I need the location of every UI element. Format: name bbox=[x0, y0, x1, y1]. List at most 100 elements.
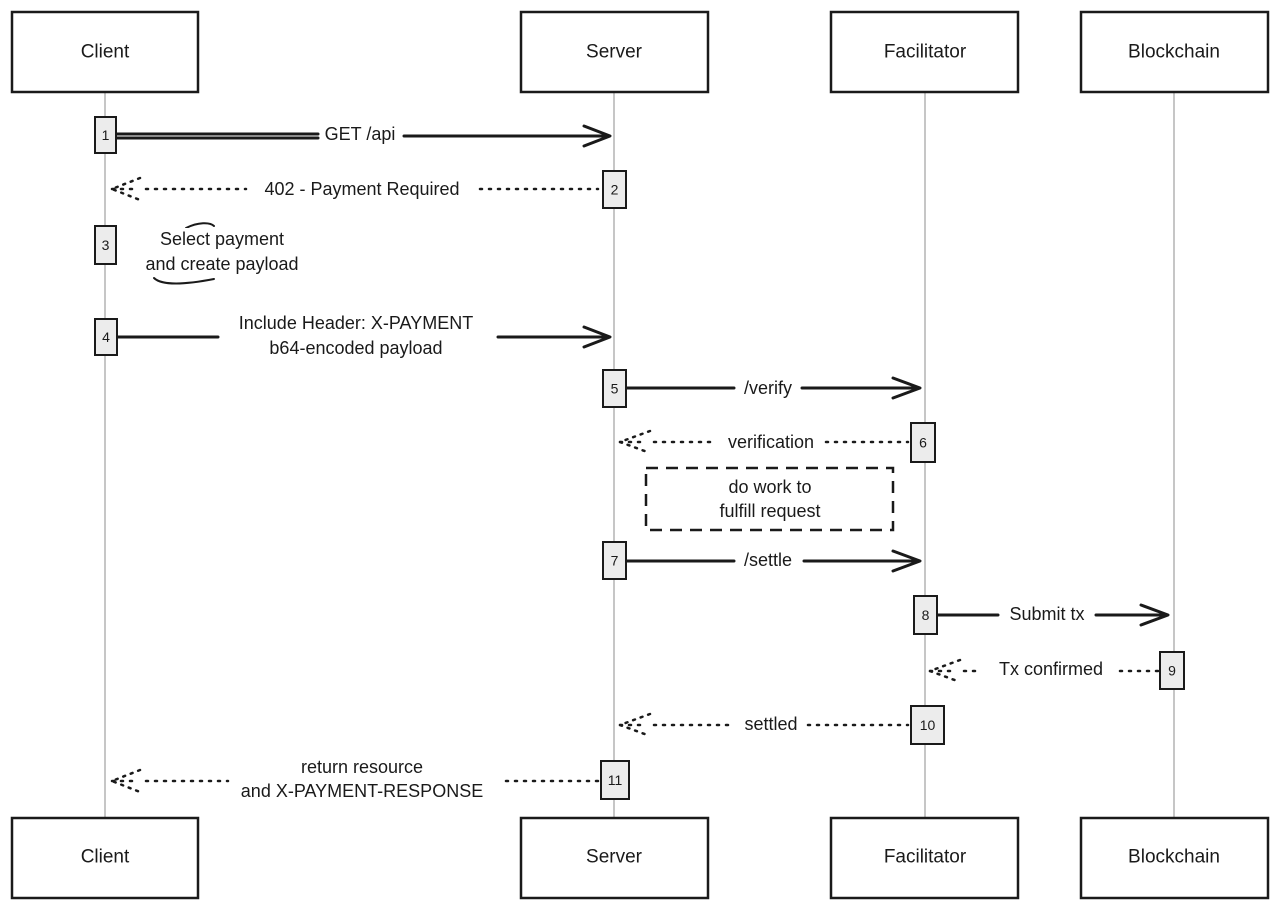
arrowhead bbox=[108, 176, 142, 202]
message-label: b64-encoded payload bbox=[269, 338, 442, 358]
message-return-resource: return resource and X-PAYMENT-RESPONSE bbox=[108, 756, 600, 802]
message-label: return resource bbox=[301, 757, 423, 777]
actor-box bbox=[829, 10, 1020, 94]
actor-box bbox=[829, 816, 1020, 900]
label-background bbox=[320, 123, 400, 145]
activation-step-8: 8 bbox=[913, 595, 938, 635]
activation-step-11: 11 bbox=[600, 760, 630, 800]
actor-label: Blockchain bbox=[1128, 847, 1220, 868]
actor-blockchain-top: Blockchain bbox=[1079, 10, 1270, 94]
step-number: 2 bbox=[611, 182, 619, 198]
actor-box bbox=[1079, 10, 1270, 94]
step-number: 10 bbox=[920, 717, 936, 733]
actor-blockchain-bottom: Blockchain bbox=[1079, 816, 1270, 900]
actor-boxes-bottom: Client Server Facilitator Blockchain bbox=[10, 816, 1270, 900]
label-background bbox=[155, 228, 289, 250]
step-number: 1 bbox=[102, 127, 110, 143]
activation-box bbox=[602, 170, 627, 209]
arrowhead bbox=[1139, 603, 1170, 627]
label-background bbox=[715, 500, 825, 522]
activation-box bbox=[910, 705, 945, 745]
activations: 1 2 3 4 5 6 7 8 bbox=[94, 116, 1185, 800]
activation-box bbox=[94, 318, 118, 356]
self-note-line: Select payment bbox=[160, 229, 284, 249]
self-note-select-payment: Select payment and create payload bbox=[141, 222, 303, 285]
actor-label: Facilitator bbox=[884, 847, 967, 868]
arrowhead bbox=[582, 124, 612, 148]
activation-step-2: 2 bbox=[602, 170, 627, 209]
activation-step-6: 6 bbox=[910, 422, 936, 463]
message-label: /settle bbox=[744, 550, 792, 570]
actor-box bbox=[519, 816, 710, 900]
step-number: 7 bbox=[611, 553, 619, 569]
actor-box bbox=[1079, 816, 1270, 900]
activation-box bbox=[913, 595, 938, 635]
actor-label: Server bbox=[586, 42, 643, 63]
step-number: 11 bbox=[608, 772, 623, 788]
actor-box bbox=[10, 10, 200, 94]
note-do-work: do work to fulfill request bbox=[644, 466, 895, 532]
step-number: 8 bbox=[922, 607, 930, 623]
step-number: 5 bbox=[611, 381, 619, 397]
message-settle: /settle bbox=[623, 549, 922, 573]
note-line: do work to bbox=[728, 477, 811, 497]
message-get-api: GET /api bbox=[114, 123, 612, 148]
activation-step-3: 3 bbox=[94, 225, 117, 265]
actor-box bbox=[519, 10, 710, 94]
label-background bbox=[739, 549, 797, 571]
activation-step-5: 5 bbox=[602, 369, 627, 408]
activation-box bbox=[1159, 651, 1185, 690]
message-submit-tx: Submit tx bbox=[934, 603, 1170, 627]
label-background bbox=[236, 780, 488, 802]
step-number: 3 bbox=[102, 237, 110, 253]
message-label: Tx confirmed bbox=[999, 659, 1103, 679]
message-label: Submit tx bbox=[1009, 604, 1084, 624]
message-label: verification bbox=[728, 432, 814, 452]
actor-client-bottom: Client bbox=[10, 816, 200, 900]
actor-label: Facilitator bbox=[884, 42, 967, 63]
activation-box bbox=[602, 541, 627, 580]
activation-box bbox=[602, 369, 627, 408]
label-background bbox=[740, 713, 802, 735]
activation-box bbox=[94, 116, 117, 154]
label-background bbox=[296, 756, 428, 778]
message-tx-confirmed: Tx confirmed bbox=[926, 658, 1160, 684]
actor-facilitator-top: Facilitator bbox=[829, 10, 1020, 94]
label-background bbox=[994, 658, 1108, 680]
message-label: GET /api bbox=[325, 124, 396, 144]
message-verification: verification bbox=[616, 429, 910, 455]
message-settled: settled bbox=[616, 712, 910, 738]
label-background bbox=[234, 312, 478, 334]
actor-server-top: Server bbox=[519, 10, 710, 94]
actor-box bbox=[10, 816, 200, 900]
label-background bbox=[141, 253, 303, 275]
message-label: settled bbox=[744, 714, 797, 734]
activation-step-10: 10 bbox=[910, 705, 945, 745]
decorative-swirl bbox=[185, 222, 215, 229]
actor-boxes-top: Client Server Facilitator Blockchain bbox=[10, 10, 1270, 94]
message-verify: /verify bbox=[623, 376, 922, 400]
activation-step-1: 1 bbox=[94, 116, 117, 154]
label-background bbox=[724, 476, 816, 498]
label-background bbox=[739, 377, 797, 399]
actor-label: Client bbox=[81, 42, 130, 63]
actor-label: Blockchain bbox=[1128, 42, 1220, 63]
activation-box bbox=[910, 422, 936, 463]
activation-step-4: 4 bbox=[94, 318, 118, 356]
activation-box bbox=[600, 760, 630, 800]
self-note-line: and create payload bbox=[145, 254, 298, 274]
actor-label: Client bbox=[81, 847, 130, 868]
step-number: 9 bbox=[1168, 663, 1176, 679]
message-label: /verify bbox=[744, 378, 792, 398]
decorative-swirl bbox=[153, 277, 215, 285]
activation-box bbox=[94, 225, 117, 265]
label-background bbox=[260, 178, 464, 200]
actor-server-bottom: Server bbox=[519, 816, 710, 900]
message-label: 402 - Payment Required bbox=[264, 179, 459, 199]
note-line: fulfill request bbox=[719, 501, 820, 521]
activation-step-9: 9 bbox=[1159, 651, 1185, 690]
message-label: and X-PAYMENT-RESPONSE bbox=[241, 781, 483, 801]
step-number: 4 bbox=[102, 329, 110, 345]
arrowhead bbox=[108, 768, 142, 794]
